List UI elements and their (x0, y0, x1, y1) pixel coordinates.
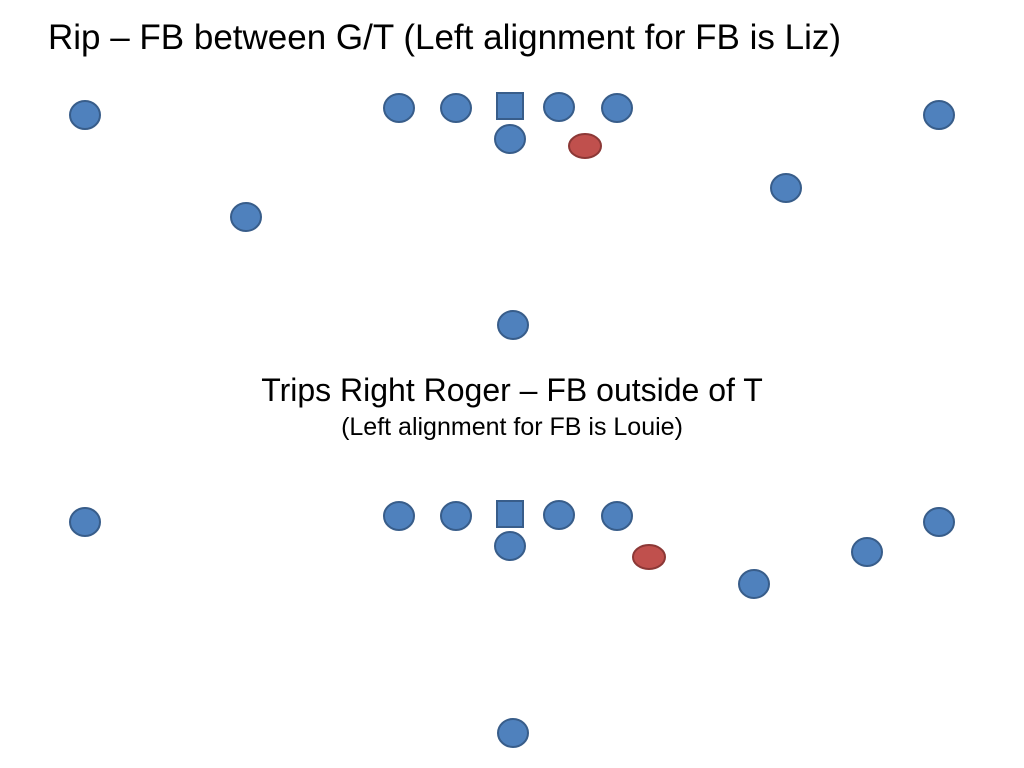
player-slot-outer-right (851, 537, 883, 567)
player-wide-receiver-right (923, 100, 955, 130)
player-quarterback (494, 124, 526, 154)
player-fullback (632, 544, 666, 570)
player-tailback (497, 718, 529, 748)
play-title-rip: Rip – FB between G/T (Left alignment for… (48, 18, 842, 57)
player-left-guard (440, 501, 472, 531)
formation-trips-right-roger (69, 500, 955, 748)
player-left-guard (440, 93, 472, 123)
player-right-tackle (601, 93, 633, 123)
player-wide-receiver-left (69, 100, 101, 130)
player-right-guard (543, 500, 575, 530)
player-fullback (568, 133, 602, 159)
player-center (496, 92, 524, 120)
play-title-trips-right-roger: Trips Right Roger – FB outside of T (261, 372, 763, 408)
player-center (496, 500, 524, 528)
player-left-tackle (383, 93, 415, 123)
player-quarterback (494, 531, 526, 561)
player-right-tackle (601, 501, 633, 531)
player-left-tackle (383, 501, 415, 531)
play-subtitle-trips-right-roger: (Left alignment for FB is Louie) (341, 413, 683, 441)
player-right-guard (543, 92, 575, 122)
player-wide-receiver-right (923, 507, 955, 537)
player-slot-left (230, 202, 262, 232)
player-wide-receiver-left (69, 507, 101, 537)
player-slot-inner-right (738, 569, 770, 599)
formation-rip (69, 92, 955, 340)
player-slot-right (770, 173, 802, 203)
player-tailback (497, 310, 529, 340)
